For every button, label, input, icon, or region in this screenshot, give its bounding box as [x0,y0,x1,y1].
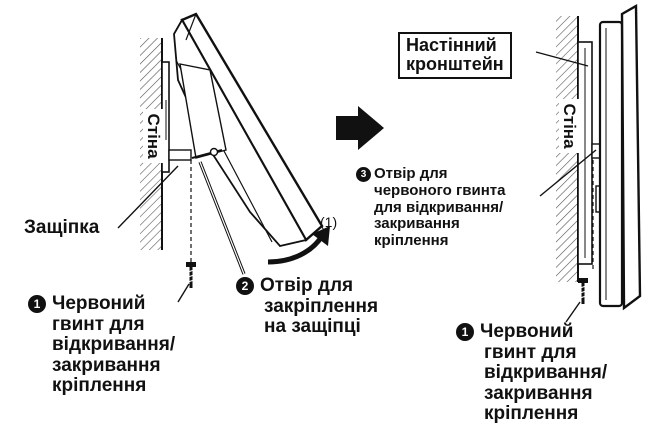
latch-label: Защіпка [24,217,100,238]
step3-line-5: кріплення [374,232,449,250]
right-step1-line-3: відкривання/ [484,362,608,384]
leader-lines-left [117,161,246,303]
step2-line-3: на защіпці [264,316,361,338]
step2-badge: 2 [236,277,254,295]
step3-line-1: Отвір для [374,165,448,182]
step3-line-2: червоного гвинта [374,181,506,199]
right-tv-vertical [598,3,642,311]
transition-arrow-icon [336,106,384,150]
right-wall-label: Стіна [559,99,579,153]
left-wall-label: Стіна [143,109,163,163]
right-step1-line-5: кріплення [484,403,579,425]
right-step1-line-1: Червоний [480,321,574,342]
right-step1-line-4: закривання [484,382,593,404]
left-step1-badge: 1 [28,295,46,313]
step2-line-1: Отвір для [260,275,354,296]
step3-line-3: для відкривання/ [374,198,504,216]
step3-badge: 3 [356,167,371,182]
right-step1-badge: 1 [456,323,474,341]
left-step1-line-2: гвинт для [52,313,145,335]
leader-lines-right [535,51,597,323]
step3-line-4: закривання [374,215,460,233]
motion-step-label: (1) [320,214,338,230]
right-step1-line-2: гвинт для [484,341,577,363]
step2-callout: 2 Отвір для закріплення на защіпці [236,275,379,338]
right-step1-callout: 1 Червоний гвинт для відкривання/ закрива… [456,321,608,425]
left-red-screw-icon [186,262,196,288]
step2-line-2: закріплення [264,295,379,317]
right-red-screw-icon [578,278,588,304]
wall-bracket-label: Настінний кронштейн [398,32,512,79]
left-step1-line-4: закривання [52,354,161,376]
wall-bracket-line-2: кронштейн [406,54,504,75]
left-step1-line-1: Червоний [52,293,146,314]
left-step1-callout: 1 Червоний гвинт для відкривання/ закрива… [28,293,176,397]
left-motion-arrow [267,226,330,265]
left-step1-line-3: відкривання/ [52,334,176,356]
wall-bracket-line-1: Настінний [406,35,497,55]
left-tv-tilted [173,12,324,247]
left-step1-line-5: кріплення [52,375,147,397]
